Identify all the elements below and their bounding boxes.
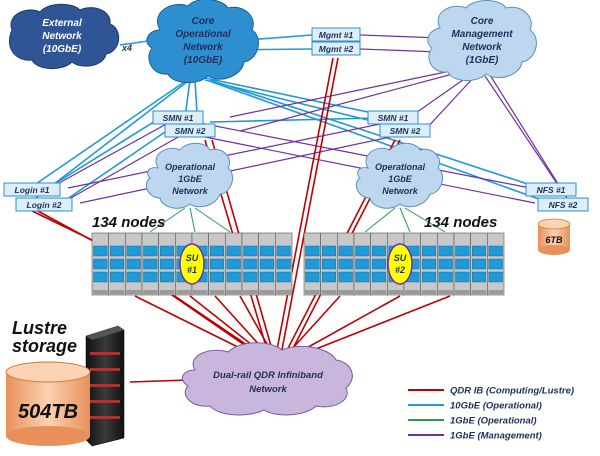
smn-left-2-label: SMN #2 — [175, 126, 206, 136]
nfs2-label: NFS #2 — [549, 200, 578, 210]
rack — [420, 232, 438, 296]
legend-item: 1GbE (Operational) — [408, 416, 537, 427]
mgmt1-label: Mgmt #1 — [319, 30, 354, 40]
box-mgmt-2: Mgmt #2 — [311, 41, 361, 56]
core-operational-network-cloud: Core Operational Network (10GbE) — [146, 0, 259, 83]
legend-item: QDR IB (Computing/Lustre) — [408, 386, 574, 397]
smn-right-1-label: SMN #1 — [378, 113, 409, 123]
legend-label: 1GbE (Operational) — [450, 416, 537, 427]
su2-line1: SU — [394, 253, 407, 263]
links-1gbe-operational — [149, 207, 446, 233]
box-smn-left-2: SMN #2 — [164, 123, 216, 138]
nfs-capacity: 6TB — [545, 235, 563, 245]
links-1gbe-management — [49, 34, 571, 204]
legend: QDR IB (Computing/Lustre) 10GbE (Operatio… — [408, 386, 574, 442]
link-multiplier: x4 — [121, 43, 132, 53]
rack — [225, 232, 243, 296]
su2-marker: SU #2 — [387, 243, 413, 285]
box-login-1: Login #1 — [3, 182, 61, 197]
lustre-title-line2: storage — [12, 336, 77, 356]
operational-1gbe-cloud-left: Operational 1GbE Network — [145, 142, 233, 209]
box-smn-right-2: SMN #2 — [379, 123, 431, 138]
smn-left-1-label: SMN #1 — [163, 113, 194, 123]
core-op-line3: Network — [183, 42, 223, 53]
legend-label: 10GbE (Operational) — [450, 401, 542, 412]
op-right-line2: 1GbE — [388, 174, 413, 184]
rack — [258, 232, 276, 296]
legend-label: 1GbE (Management) — [450, 431, 542, 442]
mgmt2-label: Mgmt #2 — [319, 44, 354, 54]
rack — [108, 232, 126, 296]
rack — [470, 232, 488, 296]
login2-label: Login #2 — [27, 200, 62, 210]
operational-1gbe-cloud-right: Operational 1GbE Network — [355, 142, 443, 209]
op-left-line2: 1GbE — [178, 174, 203, 184]
nfs-storage-cylinder: 6TB — [537, 218, 571, 255]
su1-marker: SU #1 — [179, 243, 205, 285]
box-smn-left-1: SMN #1 — [152, 110, 204, 125]
smn-right-2-label: SMN #2 — [390, 126, 421, 136]
box-smn-right-1: SMN #1 — [367, 110, 419, 125]
links-10gbe — [27, 34, 551, 205]
core-op-line1: Core — [192, 16, 215, 27]
rack — [141, 232, 159, 296]
external-cloud-line2: Network — [42, 31, 82, 42]
core-op-line2: Operational — [175, 29, 231, 40]
rack — [158, 232, 176, 296]
su2-line2: #2 — [395, 265, 405, 275]
lustre-capacity: 504TB — [18, 401, 78, 423]
op-left-line1: Operational — [165, 162, 216, 172]
su1-line1: SU — [186, 253, 199, 263]
external-cloud-line1: External — [42, 18, 82, 29]
rack — [437, 232, 455, 296]
box-mgmt-1: Mgmt #1 — [311, 27, 361, 42]
lustre-title-line1: Lustre — [12, 318, 67, 338]
nfs1-label: NFS #1 — [537, 185, 566, 195]
su1-line2: #1 — [187, 265, 197, 275]
rack — [337, 232, 355, 296]
rack — [241, 232, 259, 296]
box-login-2: Login #2 — [15, 197, 73, 212]
infiniband-line2: Network — [249, 384, 287, 395]
rack — [125, 232, 143, 296]
lustre-server-rack — [85, 325, 125, 447]
core-mgmt-line1: Core — [471, 16, 494, 27]
login1-label: Login #1 — [15, 185, 50, 195]
legend-item: 10GbE (Operational) — [408, 401, 542, 412]
rack — [208, 232, 226, 296]
core-management-network-cloud: Core Management Network (1GbE) — [427, 0, 537, 81]
legend-item: 1GbE (Management) — [408, 431, 542, 442]
core-mgmt-line3: Network — [462, 42, 502, 53]
external-cloud-line3: (10GbE) — [43, 44, 82, 55]
rack — [453, 232, 471, 296]
rack — [320, 232, 338, 296]
op-left-line3: Network — [172, 186, 209, 196]
legend-label: QDR IB (Computing/Lustre) — [450, 386, 574, 397]
rack — [275, 232, 293, 296]
external-network-cloud: External Network (10GbE) — [9, 3, 120, 69]
box-nfs-1: NFS #1 — [525, 182, 577, 197]
infiniband-network-cloud: Dual-rail QDR Infiniband Network — [181, 342, 353, 416]
rack — [303, 232, 321, 296]
box-nfs-2: NFS #2 — [537, 197, 589, 212]
op-right-line3: Network — [382, 186, 419, 196]
rack — [487, 232, 505, 296]
core-mgmt-line4: (1GbE) — [466, 55, 499, 66]
op-right-line1: Operational — [375, 162, 426, 172]
right-node-count: 134 nodes — [424, 214, 497, 231]
rack — [370, 232, 388, 296]
rack — [91, 232, 109, 296]
core-op-line4: (10GbE) — [184, 55, 223, 66]
left-node-count: 134 nodes — [92, 214, 165, 231]
rack — [353, 232, 371, 296]
lustre-storage-cylinder: 504TB — [5, 361, 91, 446]
infiniband-line1: Dual-rail QDR Infiniband — [213, 370, 323, 381]
core-mgmt-line2: Management — [451, 29, 513, 40]
